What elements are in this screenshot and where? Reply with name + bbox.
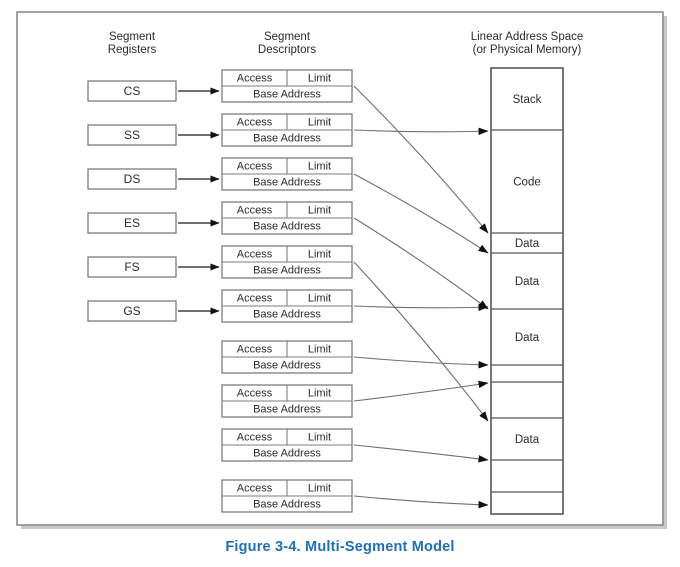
- descriptor-base-address-label: Base Address: [253, 309, 321, 321]
- descriptor-limit-label: Limit: [308, 432, 331, 444]
- linear-address-space-heading-line1: Linear Address Space: [471, 31, 584, 43]
- memory-block-label: Data: [515, 332, 540, 344]
- register-label: SS: [124, 128, 140, 142]
- descriptor-access-label: Access: [237, 73, 273, 85]
- descriptor-access-label: Access: [237, 117, 273, 129]
- descriptor-access-label: Access: [237, 161, 273, 173]
- memory-block-stack[interactable]: Stack: [513, 94, 542, 106]
- descriptor-access-label: Access: [237, 388, 273, 400]
- descriptor-base-address-label: Base Address: [253, 177, 321, 189]
- segment-register-cs[interactable]: CS: [87, 80, 177, 102]
- descriptor-base-address-label: Base Address: [253, 133, 321, 145]
- descriptor-base-address-label: Base Address: [253, 89, 321, 101]
- descriptor-base-address-label: Base Address: [253, 265, 321, 277]
- linear-address-space-heading-line2: (or Physical Memory): [473, 44, 582, 56]
- segment-register-ds[interactable]: DS: [87, 168, 177, 190]
- memory-column-box: [490, 67, 564, 515]
- figure-caption: Figure 3-4. Multi-Segment Model: [225, 539, 454, 555]
- descriptor-limit-label: Limit: [308, 249, 331, 261]
- register-box[interactable]: [87, 256, 177, 278]
- memory-block-label: Data: [515, 434, 540, 446]
- memory-block-code[interactable]: Code: [491, 129, 563, 189]
- register-box[interactable]: [87, 124, 177, 146]
- segment-registers-heading-line2: Registers: [108, 44, 157, 56]
- descriptor-access-label: Access: [237, 432, 273, 444]
- memory-block-data[interactable]: Data: [491, 232, 563, 250]
- descriptor-access-label: Access: [237, 483, 273, 495]
- descriptor-limit-label: Limit: [308, 293, 331, 305]
- register-box[interactable]: [87, 80, 177, 102]
- descriptor-access-label: Access: [237, 344, 273, 356]
- memory-block-label: Stack: [513, 94, 542, 106]
- arrow-descriptor-10-to-memory: [353, 495, 489, 509]
- arrow-descriptor-9-to-memory: [353, 444, 489, 463]
- memory-block-label: Data: [515, 276, 540, 288]
- segment-descriptors-heading-line1: Segment: [264, 31, 311, 43]
- register-label: FS: [124, 260, 139, 274]
- descriptor-limit-label: Limit: [308, 388, 331, 400]
- memory-block-data[interactable]: Data: [491, 417, 563, 446]
- arrow-descriptor-7-to-memory: [353, 356, 489, 369]
- arrow-descriptor-6-to-memory: [353, 303, 489, 312]
- segment-register-es[interactable]: ES: [87, 212, 177, 234]
- descriptor-limit-label: Limit: [308, 161, 331, 173]
- segment-register-boxes: CS SS DS ES FS GS: [87, 80, 177, 322]
- register-label: DS: [124, 172, 141, 186]
- segment-register-fs[interactable]: FS: [87, 256, 177, 278]
- arrow-descriptor-1-to-memory: [353, 85, 489, 234]
- descriptor-base-address-label: Base Address: [253, 448, 321, 460]
- register-box[interactable]: [87, 168, 177, 190]
- memory-block-label: Code: [513, 177, 541, 189]
- descriptor-limit-label: Limit: [308, 73, 331, 85]
- arrow-descriptor-8-to-memory: [353, 380, 489, 402]
- descriptor-base-address-label: Base Address: [253, 360, 321, 372]
- register-to-descriptor-arrows: [178, 87, 220, 315]
- descriptor-access-label: Access: [237, 205, 273, 217]
- descriptor-limit-label: Limit: [308, 205, 331, 217]
- register-box[interactable]: [87, 300, 177, 322]
- descriptor-limit-label: Limit: [308, 344, 331, 356]
- descriptor-base-address-label: Base Address: [253, 499, 321, 511]
- arrow-descriptor-3-to-memory: [353, 173, 489, 254]
- memory-block-data[interactable]: Data: [491, 308, 563, 344]
- descriptor-access-label: Access: [237, 249, 273, 261]
- descriptor-base-address-label: Base Address: [253, 221, 321, 233]
- arrow-descriptor-5-to-memory: [353, 261, 489, 422]
- register-box[interactable]: [87, 212, 177, 234]
- register-label: ES: [124, 216, 140, 230]
- register-label: GS: [123, 304, 140, 318]
- register-label: CS: [124, 84, 141, 98]
- descriptor-to-memory-arrows: [353, 85, 489, 509]
- arrow-descriptor-4-to-memory: [353, 217, 489, 310]
- descriptor-limit-label: Limit: [308, 117, 331, 129]
- descriptor-base-address-label: Base Address: [253, 404, 321, 416]
- descriptor-limit-label: Limit: [308, 483, 331, 495]
- segment-registers-heading-line1: Segment: [109, 31, 156, 43]
- arrow-descriptor-2-to-memory: [353, 127, 489, 136]
- segment-register-gs[interactable]: GS: [87, 300, 177, 322]
- segment-descriptors-heading-line2: Descriptors: [258, 44, 316, 56]
- memory-block-data[interactable]: Data: [491, 252, 563, 288]
- segment-register-ss[interactable]: SS: [87, 124, 177, 146]
- memory-block-label: Data: [515, 238, 540, 250]
- descriptor-access-label: Access: [237, 293, 273, 305]
